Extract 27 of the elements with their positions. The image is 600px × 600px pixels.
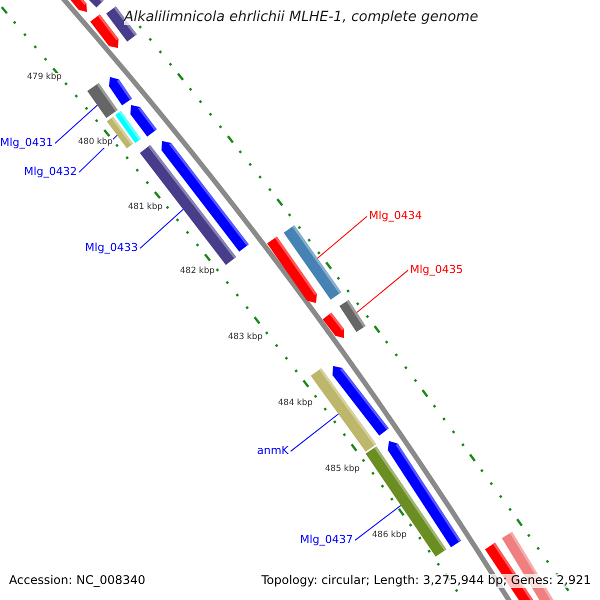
tick-label: 485 kbp	[325, 465, 360, 475]
gene-label: Mlg_0437	[300, 534, 354, 547]
tick-label: 480 kbp	[78, 138, 113, 148]
leader-line	[354, 504, 402, 541]
gene-label: Mlg_0434	[369, 210, 422, 223]
leader-line	[316, 216, 368, 259]
gene-label: Mlg_0435	[410, 264, 464, 277]
tick-label: 479 kbp	[27, 73, 62, 83]
gene-bar	[310, 368, 376, 452]
tick-label: 483 kbp	[228, 333, 263, 343]
leader-line	[356, 270, 408, 313]
gene-label: Mlg_0433	[85, 242, 138, 255]
accession-text: Accession: NC_008340	[9, 574, 146, 588]
gene-bar	[284, 225, 342, 300]
gene-label: Mlg_0432	[24, 166, 78, 179]
gene-bar	[87, 82, 118, 118]
tick-label: 481 kbp	[128, 203, 163, 213]
leader-line	[140, 208, 184, 249]
gene-label: Mlg_0431	[0, 137, 54, 150]
tick-label: 486 kbp	[372, 531, 407, 541]
genome-info-text: Topology: circular; Length: 3,275,944 bp; Genes: 2,921	[261, 574, 591, 588]
gene-label: anmK	[257, 445, 289, 458]
gene-bar	[339, 300, 366, 332]
tick-label: 482 kbp	[180, 267, 215, 277]
title: Alkalilimnicola ehrlichii MLHE-1, complete genome	[124, 9, 478, 26]
tick-label: 484 kbp	[278, 399, 313, 409]
leader-line	[54, 104, 98, 144]
